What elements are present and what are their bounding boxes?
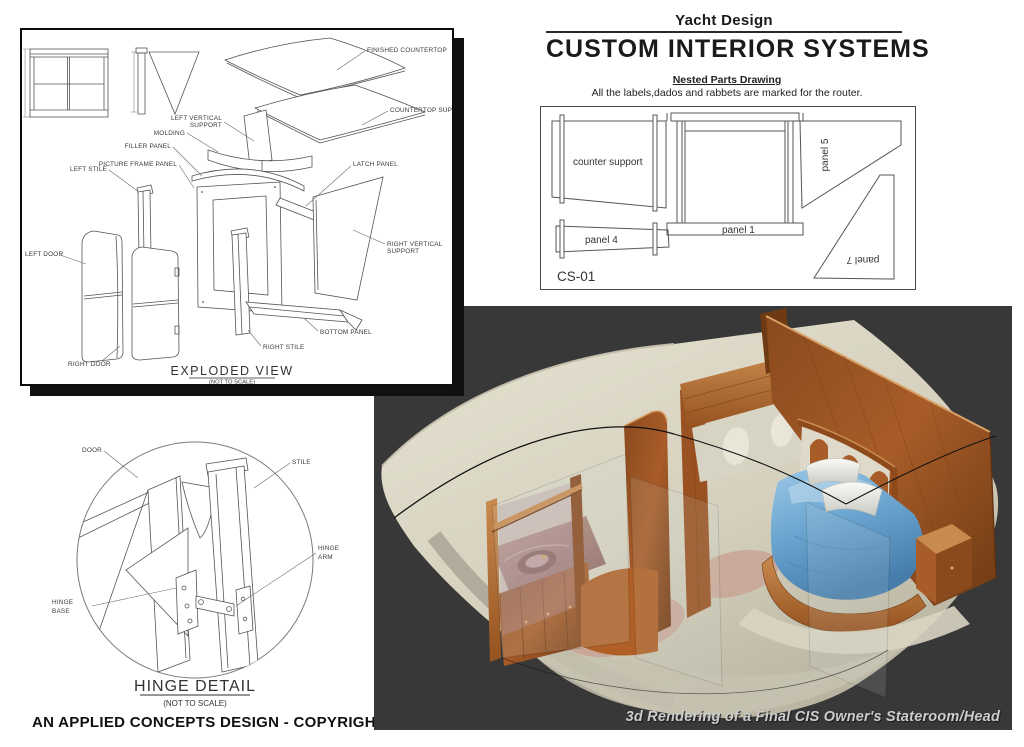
- molding-label: MOLDING: [154, 130, 185, 137]
- hinge-base-label2: BASE: [52, 608, 70, 615]
- left-vertical-support-label2: SUPPORT: [190, 122, 222, 129]
- page-title: CUSTOM INTERIOR SYSTEMS: [546, 35, 930, 63]
- stateroom-render-illustration: [374, 306, 1012, 730]
- panel5-label: panel 5: [820, 138, 831, 171]
- kicker-title: Yacht Design: [675, 12, 773, 29]
- bed: [738, 458, 970, 654]
- side-profile-drawing: [131, 47, 200, 116]
- render-caption: 3d Rendering of a Final CIS Owner's Stat…: [625, 709, 1000, 725]
- left-door-shape: [81, 230, 124, 363]
- detail-circle: [76, 441, 314, 679]
- pillow: [821, 481, 883, 517]
- finished-countertop-label: FINISHED COUNTERTOP: [367, 47, 447, 54]
- copyright-text: AN APPLIED CONCEPTS DESIGN - COPYRIGHT 2…: [32, 714, 429, 731]
- right-door-label: RIGHT DOOR: [68, 361, 111, 368]
- counter-support-label: counter support: [573, 157, 643, 168]
- title-rule: [546, 31, 902, 33]
- left-vertical-support-label: LEFT VERTICAL: [171, 115, 222, 122]
- nested-parts-title: Nested Parts Drawing: [672, 74, 782, 86]
- right-vertical-support-label2: SUPPORT: [387, 248, 419, 255]
- right-stile-shape: [230, 227, 251, 336]
- panel5-part: panel 5: [799, 120, 902, 209]
- exploded-view-title-group: EXPLODED VIEW (NOT TO SCALE): [171, 364, 294, 385]
- panel1-label: panel 1: [722, 225, 755, 236]
- title-block: Yacht Design CUSTOM INTERIOR SYSTEMS: [546, 12, 930, 64]
- right-door-shape: [131, 246, 180, 361]
- panel4-part: panel 4: [555, 219, 670, 259]
- hinge-title-group: HINGE DETAIL (NOT TO SCALE): [134, 678, 256, 708]
- right-vertical-support-shape: [312, 176, 384, 301]
- leader-lines: [59, 50, 389, 362]
- countertop-support-label: COUNTERTOP SUPPORT: [390, 107, 452, 114]
- left-vertical-support-shape: [243, 109, 273, 167]
- right-stile-label: RIGHT STILE: [263, 344, 305, 351]
- bed-platform: [761, 555, 927, 633]
- filler-panel-label: FILLER PANEL: [125, 143, 172, 150]
- left-stile-label: LEFT STILE: [70, 166, 107, 173]
- hinge-leaders: [91, 450, 317, 607]
- bottom-panel-shape: [245, 301, 363, 331]
- faucet: [542, 555, 546, 559]
- hinge-detail-panel: DOOR STILE HINGE ARM HINGE BASE HINGE DE…: [30, 420, 370, 716]
- hinge-scale-note: (NOT TO SCALE): [163, 699, 227, 708]
- sheet-id: CS-01: [557, 269, 595, 284]
- panel7-part: panel 7: [813, 174, 895, 280]
- hinge-labels: DOOR STILE HINGE ARM HINGE BASE: [52, 447, 339, 615]
- glass-partitions: [393, 426, 997, 699]
- right-vertical-support-label: RIGHT VERTICAL: [387, 241, 443, 248]
- exploded-view-panel: FINISHED COUNTERTOP COUNTERTOP SUPPORT L…: [20, 28, 454, 386]
- exploded-labels: FINISHED COUNTERTOP COUNTERTOP SUPPORT L…: [25, 47, 452, 368]
- front-elevation-drawing: [23, 48, 109, 118]
- vanity-cabinet: [498, 562, 592, 666]
- filler-panel-shape: [191, 168, 305, 192]
- exploded-view-svg: FINISHED COUNTERTOP COUNTERTOP SUPPORT L…: [23, 37, 452, 385]
- nested-parts-svg: counter support panel 4 panel 1 pan: [551, 112, 902, 284]
- latch-panel-label: LATCH PANEL: [353, 161, 398, 168]
- picture-frame-panel-label: PICTURE FRAME PANEL: [99, 161, 177, 168]
- left-door-label: LEFT DOOR: [25, 251, 63, 258]
- panel4-label: panel 4: [585, 235, 618, 246]
- hinge-arm-label: HINGE: [318, 545, 339, 552]
- exploded-view-scale-note: (NOT TO SCALE): [209, 380, 255, 385]
- nested-parts-heading: Nested Parts Drawing All the labels,dado…: [540, 74, 914, 99]
- curved-apron-wall: [581, 568, 658, 656]
- hinge-detail-svg: DOOR STILE HINGE ARM HINGE BASE HINGE DE…: [52, 441, 339, 708]
- stateroom-render-panel: 3d Rendering of a Final CIS Owner's Stat…: [374, 306, 1012, 730]
- bottom-panel-label: BOTTOM PANEL: [320, 329, 372, 336]
- counter-support-part: counter support: [551, 114, 667, 212]
- hinge-arm-label2: ARM: [318, 554, 333, 561]
- nested-parts-drawing: counter support panel 4 panel 1 pan: [540, 106, 916, 290]
- door-label: DOOR: [82, 447, 102, 454]
- countertop-support-shape: [253, 84, 427, 144]
- hinge-drawing: [77, 457, 259, 678]
- panel1-part: panel 1: [666, 112, 804, 236]
- nested-parts-note: All the labels,dados and rabbets are mar…: [591, 87, 863, 99]
- nightstand: [916, 524, 972, 604]
- hinge-detail-title: HINGE DETAIL: [134, 678, 256, 695]
- stile-label: STILE: [292, 459, 311, 466]
- hinge-base-label: HINGE: [52, 599, 73, 606]
- exploded-view-title: EXPLODED VIEW: [171, 364, 294, 378]
- panel7-label: panel 7: [846, 254, 879, 265]
